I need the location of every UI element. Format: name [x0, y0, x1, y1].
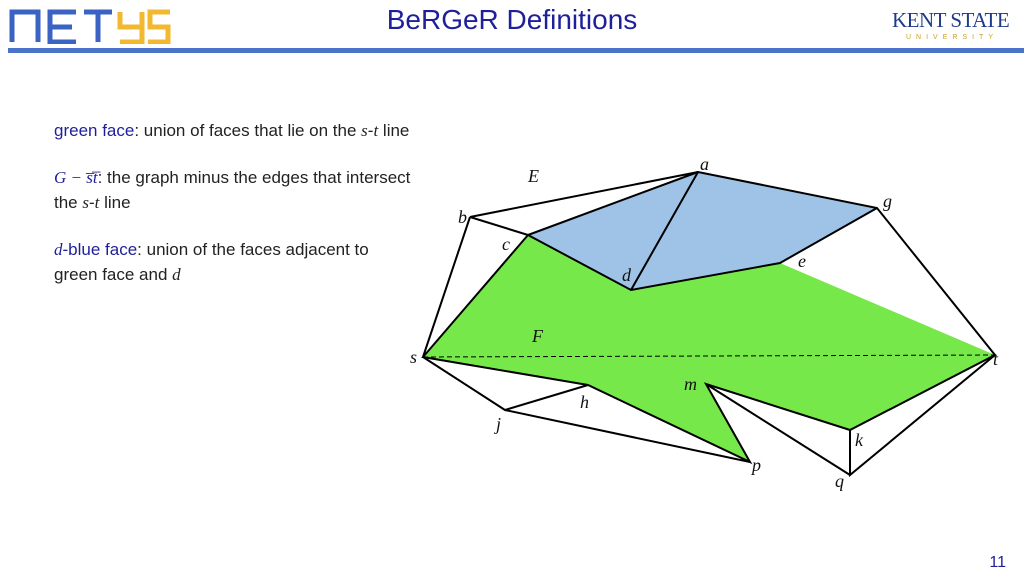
kent-state-logo: KENT STATE UNIVERSITY — [892, 6, 1020, 46]
term-d-blue-face: -blue face — [62, 240, 138, 259]
definition-graph-minus-st: G − s̅t̅: the graph minus the edges that… — [54, 168, 411, 212]
blue-face-left — [528, 172, 698, 290]
vertex-label-b: b — [458, 207, 467, 227]
definition-green-face: green face: union of faces that lie on t… — [54, 121, 410, 140]
vertex-label-j: j — [494, 414, 501, 434]
vertex-label-p: p — [750, 455, 761, 475]
green-face — [423, 235, 995, 462]
definition-d-blue-face: d-blue face: union of the faces adjacent… — [54, 240, 369, 284]
graph-diagram: a b c d e g s t h j m p k q E F — [410, 154, 999, 491]
vertex-label-c: c — [502, 234, 510, 254]
netys-logo — [9, 9, 171, 44]
vertex-label-h: h — [580, 392, 589, 412]
vertex-label-d: d — [622, 265, 632, 285]
header-rule — [8, 48, 1024, 53]
vertex-label-g: g — [883, 191, 892, 211]
vertex-label-s: s — [410, 347, 417, 367]
page-number: 11 — [989, 554, 1006, 571]
vertex-label-t: t — [993, 349, 999, 369]
term-graph-minus-st: G − s̅t̅ — [54, 168, 98, 187]
vertex-label-k: k — [855, 430, 864, 450]
face-label-E: E — [527, 166, 539, 186]
definitions-list: green face: union of faces that lie on t… — [54, 118, 414, 309]
graph-edges — [421, 170, 997, 478]
face-label-F: F — [531, 326, 544, 346]
vertex-label-a: a — [700, 154, 709, 174]
vertex-label-q: q — [835, 471, 844, 491]
s-t-line — [422, 354, 996, 358]
slide-header: BeRGeR Definitions KENT STATE UNIVERSITY — [0, 0, 1024, 53]
kent-state-subtitle: UNIVERSITY — [906, 34, 999, 41]
kent-state-wordmark: KENT STATE — [892, 8, 1010, 32]
slide-title: BeRGeR Definitions — [386, 4, 638, 35]
blue-face-right — [631, 172, 877, 290]
vertex-label-m: m — [684, 374, 697, 394]
vertex-label-e: e — [798, 251, 806, 271]
term-green-face: green face — [54, 121, 135, 140]
